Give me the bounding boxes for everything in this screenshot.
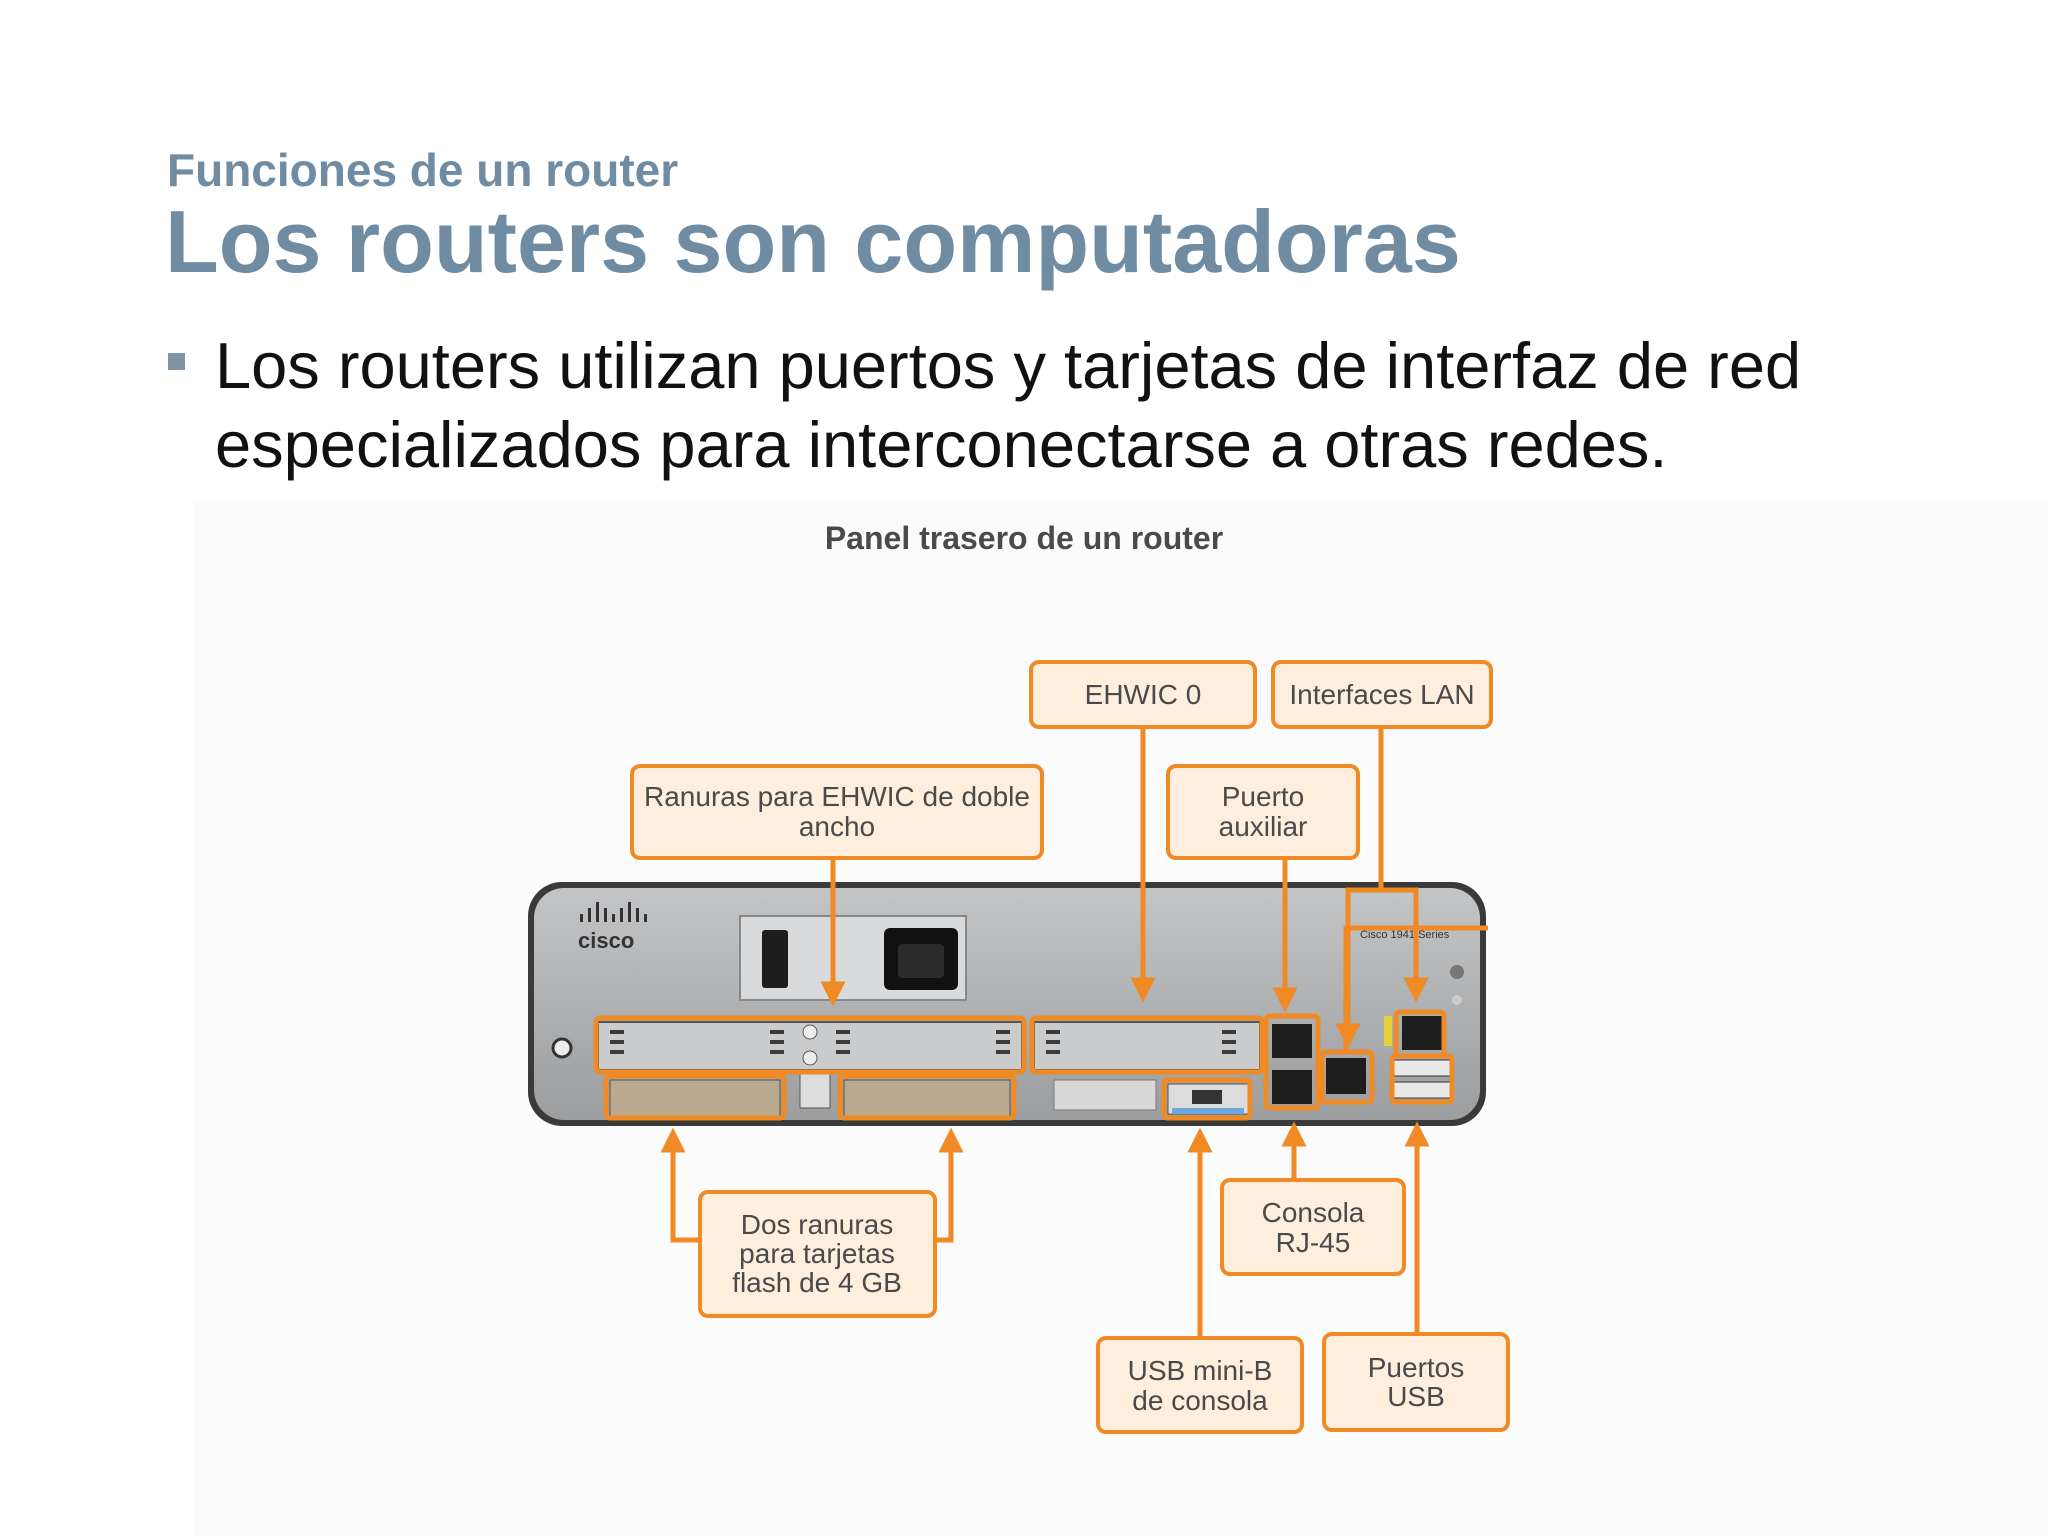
callout-usb-ports: Puertos USB bbox=[1322, 1332, 1510, 1432]
svg-text:Dos ranuras: Dos ranuras bbox=[741, 1209, 894, 1240]
svg-text:EHWIC 0: EHWIC 0 bbox=[1085, 679, 1202, 710]
svg-text:RJ-45: RJ-45 bbox=[1276, 1227, 1351, 1258]
series-label: Cisco 1941 Series bbox=[1360, 929, 1450, 941]
figure-title: Panel trasero de un router bbox=[824, 520, 1224, 556]
svg-text:Puertos: Puertos bbox=[1368, 1352, 1465, 1383]
callout-flash-slots: Dos ranuras para tarjetas flash de 4 GB bbox=[698, 1190, 937, 1318]
power-switch bbox=[762, 930, 788, 988]
svg-text:Ranuras para EHWIC de doble: Ranuras para EHWIC de doble bbox=[644, 781, 1030, 812]
usb-port-1 bbox=[1393, 1081, 1451, 1099]
flash-slot-1 bbox=[843, 1079, 1011, 1117]
svg-text:cisco: cisco bbox=[578, 928, 634, 953]
callout-console-rj45: Consola RJ-45 bbox=[1220, 1178, 1406, 1276]
slide-title: Los routers son computadoras bbox=[165, 192, 1461, 291]
svg-text:de consola: de consola bbox=[1132, 1385, 1268, 1416]
usb-port-0 bbox=[1393, 1059, 1451, 1077]
svg-text:Consola: Consola bbox=[1262, 1197, 1365, 1228]
svg-text:flash de 4 GB: flash de 4 GB bbox=[732, 1267, 902, 1298]
ehwic0-plate bbox=[1033, 1021, 1261, 1071]
lan-port-0 bbox=[1402, 1016, 1442, 1050]
cisco-logo: cisco bbox=[578, 902, 647, 953]
slide-subtitle: Funciones de un router bbox=[167, 144, 679, 196]
callout-usb-mini-b: USB mini-B de consola bbox=[1096, 1336, 1304, 1434]
callout-double-wide-slots: Ranuras para EHWIC de doble ancho bbox=[630, 764, 1044, 860]
callout-lan-interfaces: Interfaces LAN bbox=[1271, 660, 1493, 729]
callout-ehwic0: EHWIC 0 bbox=[1029, 660, 1257, 729]
svg-text:ancho: ancho bbox=[799, 811, 875, 842]
lan-port-1 bbox=[1326, 1058, 1366, 1094]
router-chassis: cisco Cisco 1941 Series bbox=[528, 882, 1486, 1126]
callout-aux-port: Puerto auxiliar bbox=[1166, 764, 1360, 860]
connector-lines bbox=[660, 727, 1430, 1338]
svg-text:Interfaces LAN: Interfaces LAN bbox=[1289, 679, 1474, 710]
console-rj45-port bbox=[1272, 1070, 1312, 1104]
svg-text:Puerto: Puerto bbox=[1222, 781, 1305, 812]
svg-text:auxiliar: auxiliar bbox=[1219, 811, 1308, 842]
svg-text:USB mini-B: USB mini-B bbox=[1128, 1355, 1273, 1386]
svg-text:para tarjetas: para tarjetas bbox=[739, 1238, 895, 1269]
bullet-text: Los routers utilizan puertos y tarjetas … bbox=[215, 329, 1802, 481]
aux-port bbox=[1272, 1024, 1312, 1058]
flash-slot-0 bbox=[609, 1079, 781, 1117]
svg-text:USB: USB bbox=[1387, 1381, 1445, 1412]
bullet-marker bbox=[168, 353, 185, 370]
